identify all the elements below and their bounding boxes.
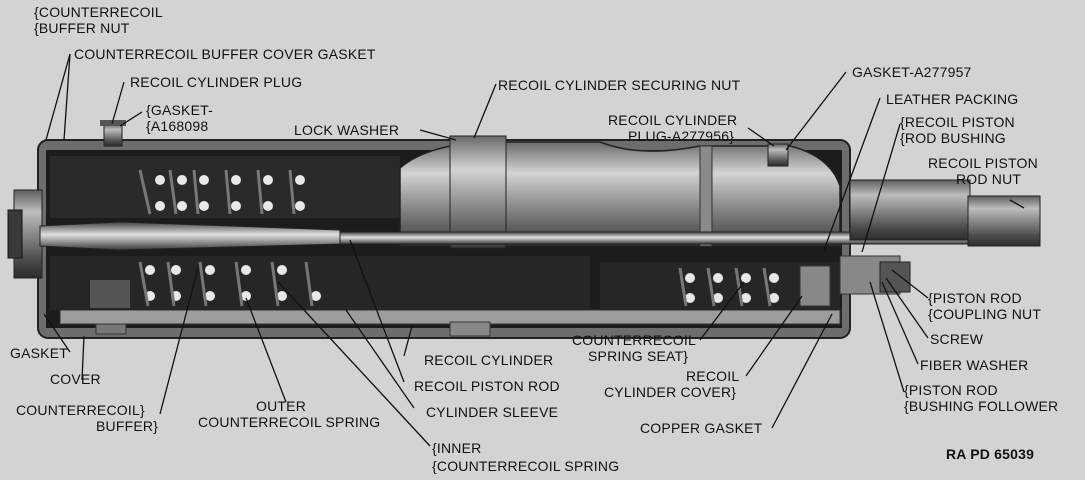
plugs xyxy=(100,120,789,167)
recoil-cylinder-body xyxy=(399,135,841,249)
label-counterrecoil-buffer: COUNTERRECOIL} xyxy=(16,402,145,418)
label-gasket-a277957: GASKET-A277957 xyxy=(852,64,972,80)
label-gasket-a168098: {GASKET- xyxy=(146,102,213,118)
label-recoil-cylinder: RECOIL CYLINDER xyxy=(424,352,554,368)
upper-spring-chamber xyxy=(50,156,400,218)
label-counterrecoil-buffer-cover-gasket: COUNTERRECOIL BUFFER COVER GASKET xyxy=(74,46,376,62)
label-counterrecoil-buffer-nut: {COUNTERRECOIL xyxy=(34,4,163,20)
label-recoil-cylinder-plug-a277956-line2: PLUG-A277956} xyxy=(628,128,735,144)
label-inner-counterrecoil-spring-line2: {COUNTERRECOIL SPRING xyxy=(432,458,620,474)
label-leather-packing: LEATHER PACKING xyxy=(886,91,1019,107)
label-counterrecoil-buffer-nut-line2: {BUFFER NUT xyxy=(34,20,130,36)
label-gasket: GASKET xyxy=(10,345,68,361)
label-screw: SCREW xyxy=(930,331,984,347)
label-outer-counterrecoil-spring-line2: COUNTERRECOIL SPRING xyxy=(198,414,381,430)
label-piston-rod-coupling-nut: {PISTON ROD xyxy=(928,290,1022,306)
label-gasket-a168098-line2: {A168098 xyxy=(146,118,209,134)
right-spring-chamber xyxy=(600,262,840,310)
label-fiber-washer: FIBER WASHER xyxy=(920,357,1029,373)
label-cover: COVER xyxy=(50,371,101,387)
label-recoil-cylinder-plug-a277956: RECOIL CYLINDER xyxy=(608,112,738,128)
label-recoil-cylinder-cover-line2: CYLINDER COVER} xyxy=(604,384,737,400)
label-inner-counterrecoil-spring: {INNER xyxy=(432,440,482,456)
label-piston-rod-coupling-nut-line2: {COUPLING NUT xyxy=(928,306,1042,322)
label-copper-gasket: COPPER GASKET xyxy=(640,420,763,436)
label-counterrecoil-spring-seat: COUNTERRECOIL xyxy=(572,332,696,348)
label-recoil-piston-rod-bushing: {RECOIL PISTON xyxy=(900,114,1015,130)
label-counterrecoil-spring-seat-line2: SPRING SEAT} xyxy=(588,348,689,364)
label-piston-rod-bushing-follower-line2: {BUSHING FOLLOWER xyxy=(904,398,1059,414)
label-recoil-cylinder-plug: RECOIL CYLINDER PLUG xyxy=(130,74,303,90)
lower-spring-chamber xyxy=(50,256,590,310)
label-recoil-piston-rod: RECOIL PISTON ROD xyxy=(414,378,560,394)
piston-rod-assembly xyxy=(39,179,1041,295)
figure-reference: RA PD 65039 xyxy=(946,446,1035,462)
label-recoil-cylinder-securing-nut: RECOIL CYLINDER SECURING NUT xyxy=(498,77,741,93)
label-counterrecoil-buffer-line2: BUFFER} xyxy=(96,418,159,434)
label-recoil-cylinder-cover: RECOIL xyxy=(686,368,740,384)
leader-lines xyxy=(43,53,1025,447)
label-outer-counterrecoil-spring: OUTER xyxy=(256,398,306,414)
label-recoil-piston-rod-nut-line2: ROD NUT xyxy=(956,171,1022,187)
label-recoil-piston-rod-nut: RECOIL PISTON xyxy=(928,155,1038,171)
label-lock-washer: LOCK WASHER xyxy=(294,122,400,138)
label-cylinder-sleeve: CYLINDER SLEEVE xyxy=(426,404,559,420)
label-recoil-piston-rod-bushing-line2: {ROD BUSHING xyxy=(900,130,1006,146)
label-piston-rod-bushing-follower: {PISTON ROD xyxy=(904,382,998,398)
